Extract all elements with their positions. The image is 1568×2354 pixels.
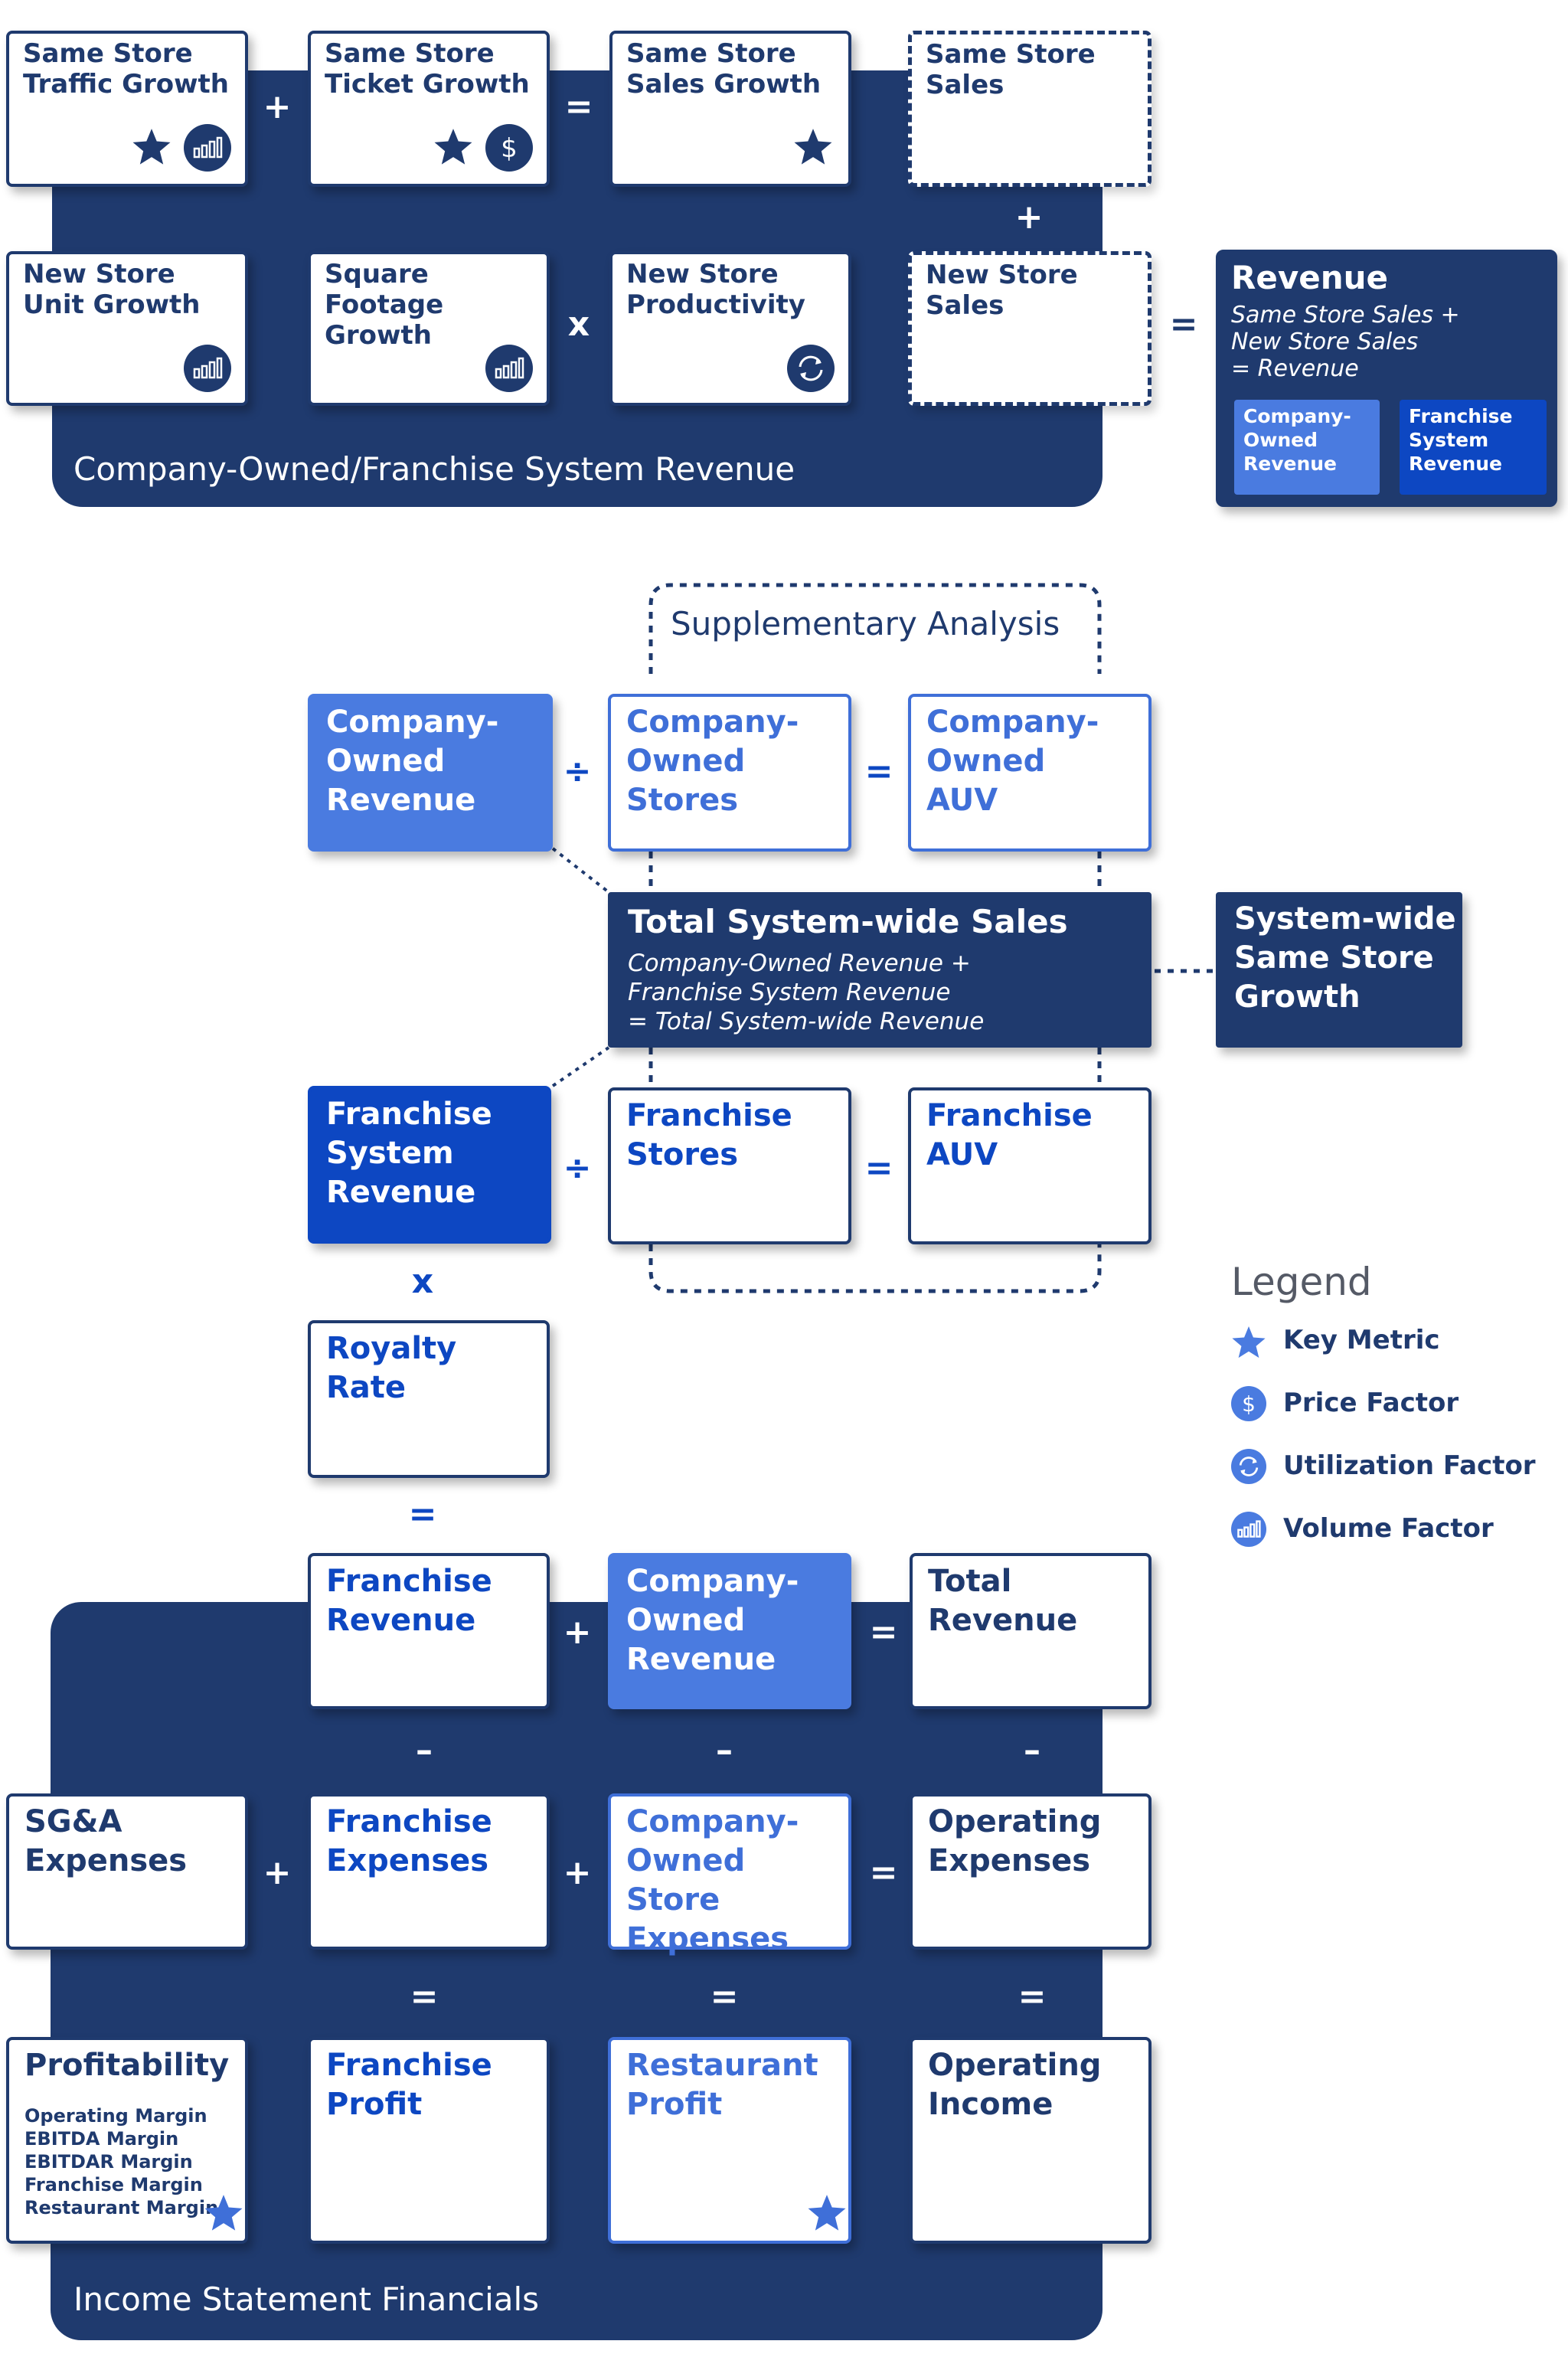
restaurant-profit-box[interactable]: Restaurant Profit [608, 2037, 851, 2244]
franchise-system-revenue-box[interactable]: Franchise System Revenue [308, 1086, 551, 1244]
volume-factor-icon [184, 124, 231, 172]
plus-operator: + [263, 87, 292, 126]
plus-operator: + [263, 1853, 292, 1892]
equals-operator: = [1018, 1977, 1047, 2016]
supplementary-bracket [648, 583, 1102, 674]
minus-operator: – [716, 1731, 733, 1770]
legend-volume-icon [1231, 1512, 1266, 1547]
legend-title: Legend [1231, 1260, 1372, 1304]
total-formula: Company-Owned Revenue + Franchise System… [628, 950, 985, 1035]
legend-utilization-icon [1231, 1449, 1266, 1484]
equals-operator: = [410, 1977, 439, 2016]
times-operator: x [567, 305, 590, 344]
key-metric-star-icon [794, 129, 832, 165]
franchise-expenses-box[interactable]: Franchise Expenses [308, 1793, 550, 1950]
revenue-formula: Same Store Sales + New Store Sales = Rev… [1231, 302, 1460, 382]
key-metric-star-icon [808, 2195, 846, 2231]
revenue-title: Revenue [1231, 259, 1388, 296]
legend-utilization-factor: Utilization Factor [1283, 1450, 1536, 1481]
equals-operator: = [864, 752, 893, 791]
profitability-title: Profitability [24, 2048, 230, 2083]
revenue-box[interactable]: Revenue Same Store Sales + New Store Sal… [1216, 250, 1557, 507]
same-store-traffic-growth-box[interactable]: Same Store Traffic Growth [6, 31, 248, 187]
profitability-box[interactable]: Profitability Operating Margin EBITDA Ma… [6, 2037, 248, 2244]
equals-operator: = [869, 1613, 898, 1652]
profitability-list: Operating Margin EBITDA Margin EBITDAR M… [24, 2104, 218, 2219]
equals-operator: = [564, 87, 593, 126]
times-operator: x [411, 1262, 434, 1301]
profitability-item: Franchise Margin [24, 2174, 203, 2195]
svg-text:$: $ [501, 133, 518, 163]
same-store-sales-box[interactable]: Same Store Sales [908, 31, 1152, 187]
supplementary-analysis-label: Supplementary Analysis [671, 605, 1060, 642]
same-store-sales-growth-box[interactable]: Same Store Sales Growth [609, 31, 851, 187]
profitability-item: EBITDA Margin [24, 2128, 179, 2150]
divide-operator: ÷ [563, 752, 592, 791]
company-owned-revenue-income-box[interactable]: Company- Owned Revenue [608, 1553, 851, 1709]
volume-factor-icon [485, 345, 533, 392]
minus-operator: – [1024, 1731, 1040, 1770]
income-panel-label: Income Statement Financials [74, 2280, 540, 2318]
key-metric-star-icon [132, 129, 171, 165]
utilization-factor-icon [787, 345, 835, 392]
total-title: Total System-wide Sales [628, 903, 1068, 940]
new-store-sales-box[interactable]: New Store Sales [908, 251, 1152, 406]
legend-star-icon [1232, 1326, 1266, 1358]
new-store-unit-growth-box[interactable]: New Store Unit Growth [6, 251, 248, 406]
profitability-item: EBITDAR Margin [24, 2151, 193, 2173]
total-revenue-box[interactable]: Total Revenue [910, 1553, 1152, 1709]
svg-text:$: $ [1242, 1391, 1256, 1417]
franchise-system-revenue-chip[interactable]: Franchise System Revenue [1400, 400, 1547, 495]
franchise-auv-box[interactable]: Franchise AUV [908, 1087, 1152, 1244]
revenue-panel-label: Company-Owned/Franchise System Revenue [74, 450, 795, 488]
legend-volume-factor: Volume Factor [1283, 1513, 1494, 1544]
total-system-wide-sales-box[interactable]: Total System-wide Sales Company-Owned Re… [608, 892, 1152, 1048]
plus-operator: + [563, 1853, 592, 1892]
franchise-stores-box[interactable]: Franchise Stores [608, 1087, 851, 1244]
company-owned-store-expenses-box[interactable]: Company- Owned Store Expenses [608, 1793, 851, 1957]
royalty-rate-box[interactable]: Royalty Rate [308, 1320, 550, 1478]
company-owned-revenue-box[interactable]: Company- Owned Revenue [308, 694, 553, 852]
square-footage-growth-box[interactable]: Square Footage Growth [308, 251, 550, 406]
system-wide-same-store-growth-box[interactable]: System-wide Same Store Growth [1216, 892, 1462, 1048]
franchise-revenue-box[interactable]: Franchise Revenue [308, 1553, 550, 1709]
key-metric-star-icon [434, 129, 472, 165]
equals-operator: = [869, 1853, 898, 1892]
profitability-item: Restaurant Margin [24, 2197, 219, 2218]
minus-operator: – [416, 1731, 433, 1770]
legend-price-factor: Price Factor [1283, 1388, 1459, 1418]
company-owned-auv-box[interactable]: Company- Owned AUV [908, 694, 1152, 852]
equals-operator: = [1169, 305, 1198, 344]
sga-expenses-box[interactable]: SG&A Expenses [6, 1793, 248, 1950]
plus-operator: + [1014, 198, 1044, 237]
equals-operator: = [408, 1495, 437, 1534]
equals-operator: = [864, 1149, 893, 1188]
operating-income-box[interactable]: Operating Income [910, 2037, 1152, 2244]
volume-factor-icon [184, 345, 231, 392]
new-store-productivity-box[interactable]: New Store Productivity [609, 251, 851, 406]
price-factor-icon: $ [485, 124, 533, 172]
franchise-profit-box[interactable]: Franchise Profit [308, 2037, 550, 2244]
legend-key-metric: Key Metric [1283, 1325, 1440, 1355]
plus-operator: + [563, 1613, 592, 1652]
equals-operator: = [710, 1977, 739, 2016]
operating-expenses-box[interactable]: Operating Expenses [910, 1793, 1152, 1950]
legend-price-icon: $ [1231, 1386, 1266, 1421]
divide-operator: ÷ [563, 1149, 592, 1188]
profitability-item: Operating Margin [24, 2105, 207, 2127]
company-owned-revenue-chip[interactable]: Company- Owned Revenue [1234, 400, 1380, 495]
key-metric-star-icon [204, 2195, 243, 2231]
company-owned-stores-box[interactable]: Company- Owned Stores [608, 694, 851, 852]
same-store-ticket-growth-box[interactable]: Same Store Ticket Growth $ [308, 31, 550, 187]
